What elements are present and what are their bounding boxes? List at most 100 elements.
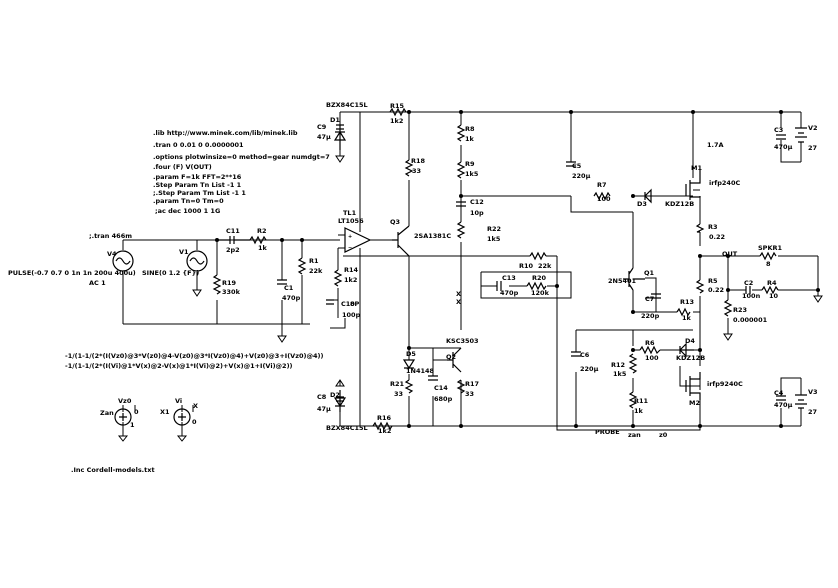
- speaker-spkr1: [759, 251, 777, 261]
- directive-step-tm: ;.Step Param Tm List -1 1: [153, 189, 246, 197]
- svg-text:C8: C8: [317, 393, 327, 401]
- svg-text:27: 27: [808, 408, 817, 416]
- svg-text:1k5: 1k5: [613, 370, 627, 378]
- formula-2: -1/(1-1/(2*(I(Vi)@1*V(x)@2-V(x)@1*I(Vi)@…: [65, 362, 293, 370]
- svg-text:irfp9240C: irfp9240C: [707, 380, 743, 388]
- svg-text:220p: 220p: [641, 312, 660, 320]
- svg-text:8: 8: [766, 260, 771, 268]
- svg-text:−: −: [348, 245, 352, 251]
- svg-text:10p: 10p: [470, 209, 484, 217]
- c10-symbol: [326, 299, 334, 305]
- r6-symbol: [639, 345, 661, 355]
- svg-text:C14: C14: [434, 384, 448, 392]
- svg-text:R9: R9: [465, 160, 475, 168]
- r14-symbol: [333, 269, 343, 287]
- formula-1: -1/(1-1/(2*(I(Vz0)@3*V(z0)@4-V(z0)@3*I(V…: [65, 352, 323, 360]
- svg-text:C12: C12: [470, 198, 484, 206]
- svg-text:470µ: 470µ: [774, 401, 793, 409]
- svg-text:R10: R10: [519, 262, 534, 270]
- svg-text:R12: R12: [611, 361, 625, 369]
- svg-text:C1: C1: [284, 284, 294, 292]
- svg-text:220µ: 220µ: [572, 172, 591, 180]
- svg-text:X1: X1: [160, 408, 170, 416]
- svg-text:Vz0: Vz0: [118, 397, 132, 405]
- svg-text:470p: 470p: [500, 289, 519, 297]
- svg-text:0.000001: 0.000001: [733, 316, 768, 324]
- r11-symbol: [628, 391, 638, 409]
- svg-text:D1: D1: [330, 116, 340, 124]
- svg-text:AC 1: AC 1: [89, 279, 106, 287]
- svg-text:0: 0: [192, 418, 197, 426]
- svg-text:Vi: Vi: [175, 397, 182, 405]
- r18-symbol: [404, 159, 414, 177]
- c1-symbol: [277, 279, 287, 285]
- svg-text:1k2: 1k2: [344, 276, 357, 284]
- c4-symbol: [776, 395, 786, 401]
- d4-symbol: [679, 342, 694, 358]
- svg-text:22k: 22k: [538, 262, 552, 270]
- svg-text:R20: R20: [532, 274, 547, 282]
- svg-text:R7: R7: [597, 181, 607, 189]
- svg-text:1.7A: 1.7A: [707, 141, 724, 149]
- diodes: [333, 125, 694, 412]
- directive-inc: .Inc Cordell-models.txt: [71, 466, 155, 474]
- svg-text:R5: R5: [708, 277, 718, 285]
- r1-symbol: [297, 257, 307, 275]
- svg-text:R21: R21: [390, 380, 405, 388]
- r22-symbol: [456, 221, 466, 239]
- r10-symbol: [529, 251, 547, 261]
- svg-text:C2: C2: [744, 279, 753, 287]
- svg-text:C3: C3: [774, 126, 783, 134]
- svg-text:D4: D4: [685, 337, 695, 345]
- svg-text:R6: R6: [645, 339, 655, 347]
- r12-symbol: [628, 353, 638, 374]
- r19-symbol: [212, 274, 222, 295]
- svg-text:irfp240C: irfp240C: [709, 179, 740, 187]
- svg-text:0: 0: [134, 408, 139, 416]
- svg-text:R1: R1: [309, 257, 319, 265]
- c14-symbol: [428, 375, 438, 381]
- svg-text:KDZ12B: KDZ12B: [676, 354, 705, 362]
- svg-text:1k2: 1k2: [378, 427, 391, 435]
- svg-text:1k: 1k: [258, 244, 268, 252]
- c6-symbol: [571, 351, 581, 357]
- svg-text:zan: zan: [628, 431, 641, 439]
- svg-text:TL1: TL1: [343, 209, 357, 217]
- directive-param-t: .param Tn=0 Tm=0: [153, 197, 224, 205]
- svg-text:R8: R8: [465, 125, 475, 133]
- svg-text:R11: R11: [634, 397, 649, 405]
- svg-text:X: X: [193, 402, 198, 410]
- svg-text:D2: D2: [330, 391, 340, 399]
- svg-text:10: 10: [769, 292, 779, 300]
- svg-text:1k5: 1k5: [465, 170, 479, 178]
- junction-dots: [215, 110, 820, 428]
- r9-symbol: [456, 161, 466, 179]
- svg-text:R15: R15: [390, 102, 405, 110]
- c11-symbol: [217, 236, 250, 244]
- svg-text:33: 33: [465, 390, 474, 398]
- svg-text:X: X: [456, 290, 461, 298]
- svg-text:z0: z0: [659, 431, 668, 439]
- svg-text:KSC3503: KSC3503: [446, 337, 479, 345]
- r17-symbol: [456, 379, 466, 394]
- svg-text:C10: C10: [341, 300, 355, 308]
- c5-symbol: [566, 161, 576, 167]
- svg-text:8P: 8P: [350, 300, 360, 308]
- svg-text:100: 100: [645, 354, 659, 362]
- directive-param: .param F=1k FFT=2**16: [153, 173, 242, 181]
- svg-text:Q2: Q2: [446, 353, 456, 361]
- svg-text:X: X: [456, 298, 461, 306]
- svg-text:C7: C7: [645, 295, 654, 303]
- directive-four: .four (F) V(OUT): [153, 163, 212, 171]
- svg-text:PROBE: PROBE: [595, 428, 620, 436]
- svg-text:C6: C6: [580, 351, 590, 359]
- svg-text:1k: 1k: [682, 314, 692, 322]
- svg-text:47µ: 47µ: [317, 133, 331, 141]
- directive-step-tn: .Step Param Tn List -1 1: [153, 181, 242, 189]
- svg-text:1k: 1k: [634, 407, 644, 415]
- svg-text:R19: R19: [222, 279, 237, 287]
- opamp-tl1: + −: [344, 227, 372, 253]
- svg-text:2N5401: 2N5401: [608, 277, 637, 285]
- svg-text:330k: 330k: [222, 288, 241, 296]
- r3-symbol: [695, 223, 705, 233]
